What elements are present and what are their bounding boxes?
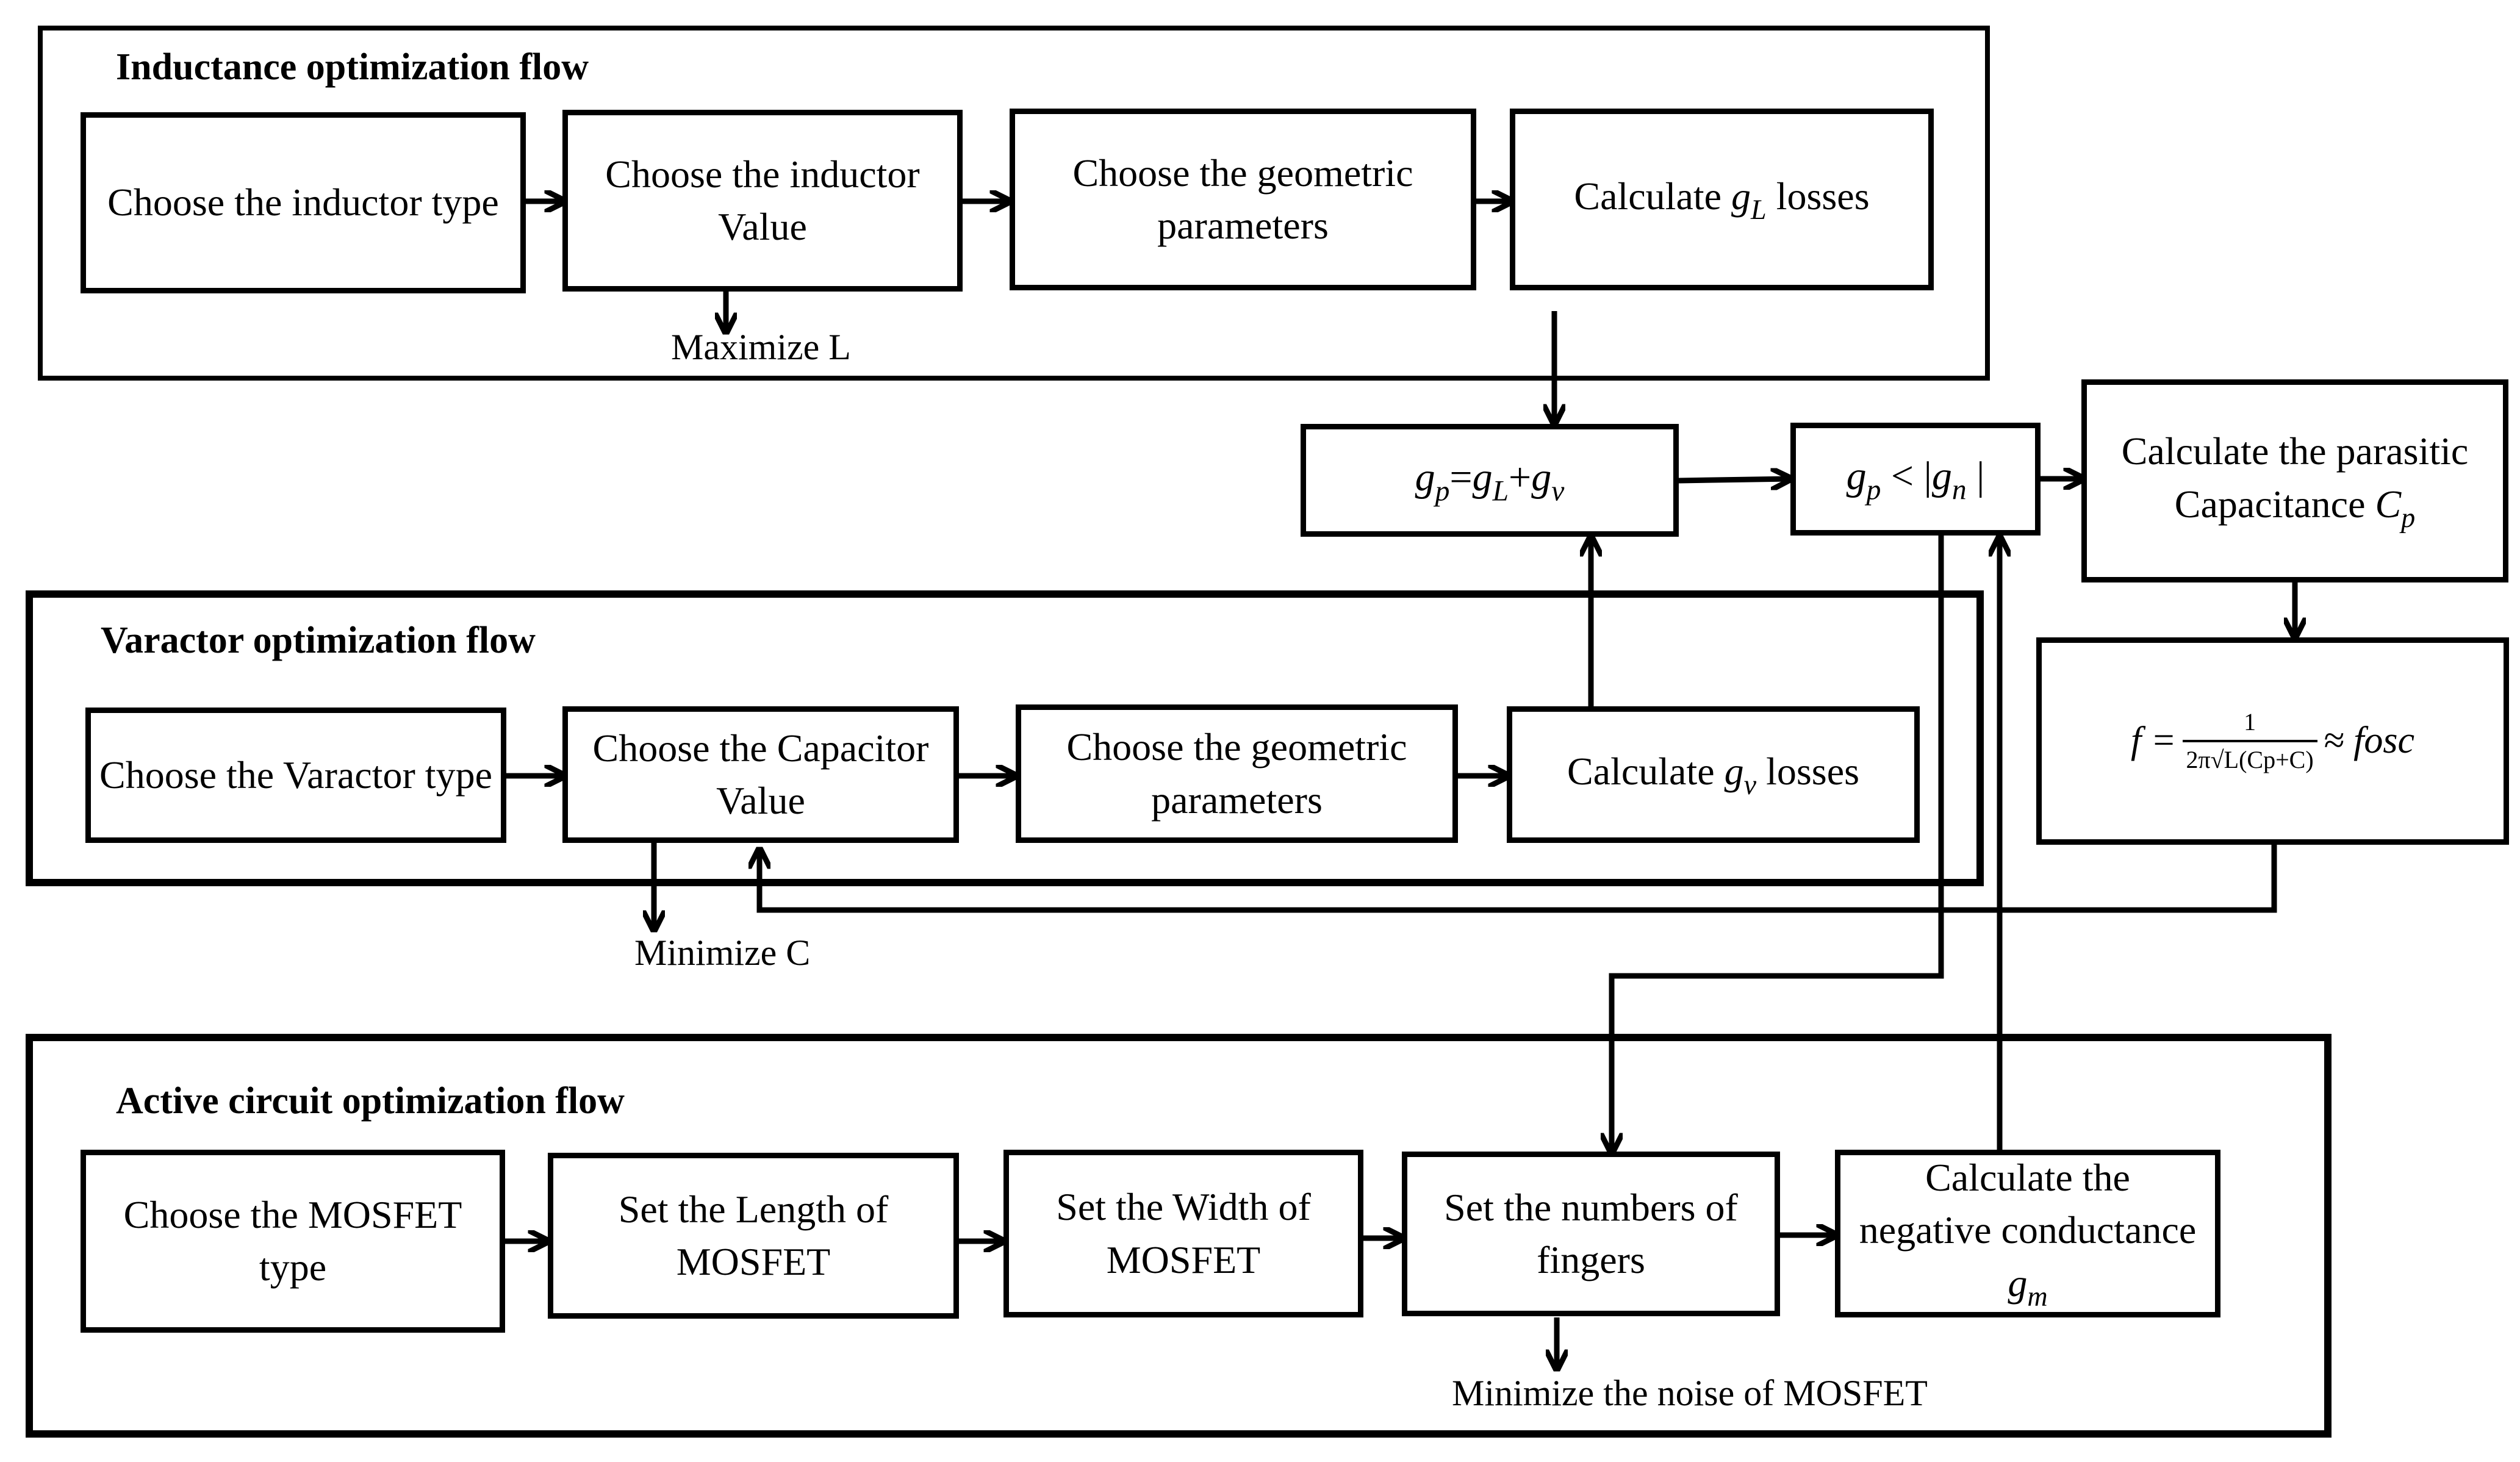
choose-inductor-value-label: Choose the inductor Value [605,152,920,248]
choose-inductor-value-box: Choose the inductor Value [562,110,963,292]
gain-condition-box: gp < |gn | [1790,423,2041,536]
set-mosfet-length-label: Set the Length of MOSFET [618,1187,889,1283]
calculate-gv-losses-box: Calculate gv losses [1507,706,1920,843]
varactor-geometric-parameters-box: Choose the geometric parameters [1016,704,1458,843]
inductor-geometric-parameters-box: Choose the geometric parameters [1010,109,1476,290]
varactor-flow-title: Varactor optimization flow [101,620,536,661]
parasitic-capacitance-label: Calculate the parasitic Capacitance Cp [2121,429,2469,533]
choose-inductor-type-label: Choose the inductor type [107,181,499,224]
inductance-flow-title: Inductance optimization flow [116,46,589,88]
frequency-fraction: 1 2π√L(Cp+C) [2182,706,2317,776]
calculate-gl-losses-label: Calculate gL losses [1574,174,1870,225]
oscillation-frequency-box: f = 1 2π√L(Cp+C) ≈ fosc [2036,637,2509,845]
calculate-negative-conductance-box: Calculate the negative conductance gm [1835,1150,2220,1317]
inductor-geometric-parameters-label: Choose the geometric parameters [1072,151,1413,247]
set-fingers-box: Set the numbers of fingers [1402,1152,1780,1316]
parasitic-capacitance-box: Calculate the parasitic Capacitance Cp [2081,379,2508,582]
choose-mosfet-type-box: Choose the MOSFET type [81,1150,505,1333]
choose-inductor-type-box: Choose the inductor type [81,112,526,293]
minimize-noise-note: Minimize the noise of MOSFET [1452,1373,1928,1413]
varactor-geometric-parameters-label: Choose the geometric parameters [1066,725,1407,822]
set-mosfet-length-box: Set the Length of MOSFET [548,1153,959,1319]
active-circuit-flow-title: Active circuit optimization flow [116,1080,625,1122]
minimize-c-note: Minimize C [634,933,811,973]
set-mosfet-width-label: Set the Width of MOSFET [1056,1185,1311,1281]
oscillation-frequency-formula: f = 1 2π√L(Cp+C) ≈ fosc [2131,706,2414,776]
inductance-flow-frame [38,26,1990,381]
choose-varactor-type-box: Choose the Varactor type [85,708,506,843]
varactor-flow-frame [26,590,1984,886]
calculate-gv-losses-label: Calculate gv losses [1567,749,1859,800]
gain-condition-formula: gp < |gn | [1846,453,1985,506]
maximize-l-note: Maximize L [671,327,851,367]
choose-capacitor-value-box: Choose the Capacitor Value [562,706,959,843]
gp-sum-formula: gp=gL+gv [1415,454,1565,507]
choose-capacitor-value-label: Choose the Capacitor Value [592,726,929,822]
arrow-gp-to-condition [1678,479,1790,481]
choose-varactor-type-label: Choose the Varactor type [99,753,492,797]
set-fingers-label: Set the numbers of fingers [1444,1185,1738,1281]
set-mosfet-width-box: Set the Width of MOSFET [1003,1150,1363,1317]
choose-mosfet-type-label: Choose the MOSFET type [123,1192,462,1289]
gp-sum-box: gp=gL+gv [1301,424,1679,537]
active-circuit-flow-frame [26,1034,2332,1438]
calculate-negative-conductance-label: Calculate the negative conductance gm [1859,1155,2197,1312]
calculate-gl-losses-box: Calculate gL losses [1510,109,1934,290]
arrow-condition-to-fingers [1612,534,1944,1153]
